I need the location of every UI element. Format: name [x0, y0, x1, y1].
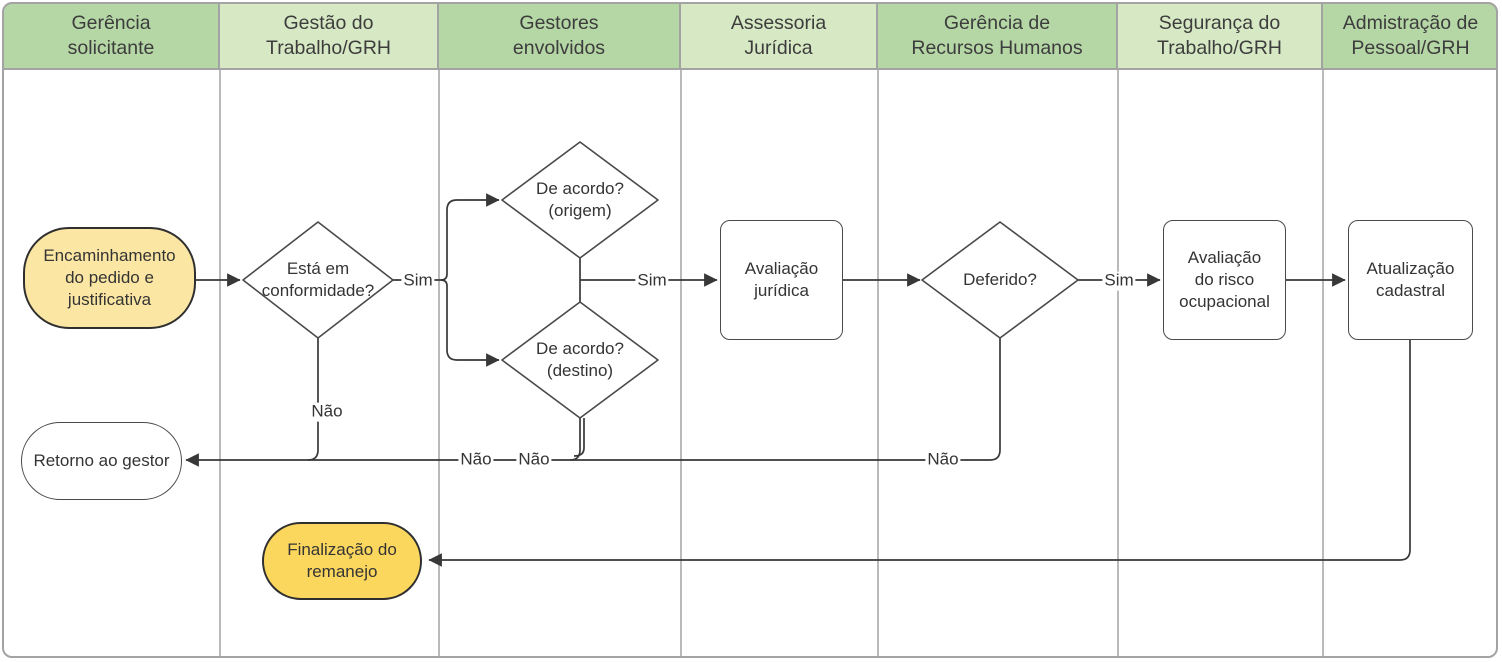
edge-label-sim-conformity: Sim: [401, 270, 435, 291]
lane-header-gestao-do-trabalho: Gestão do Trabalho/GRH: [220, 3, 439, 70]
terminator-return-to-manager: Retorno ao gestor: [21, 422, 182, 500]
edge-label-sim-agree: Sim: [635, 270, 669, 291]
edge-registry-to-finish: [428, 340, 1411, 567]
edge-agree-origin-nao: [573, 418, 585, 457]
end-terminator-finish: Finalização do remanejo: [262, 522, 422, 600]
decision-agree-destination-label: De acordo? (destino): [536, 338, 624, 380]
edge-label-nao-agree-destination: Não: [516, 449, 552, 470]
decision-agree-destination-diamond: [501, 301, 659, 419]
edge-label-nao-agree-origin: Não: [458, 449, 494, 470]
process-legal-review: Avaliação jurídica: [720, 220, 843, 340]
edge-label-sim-granted: Sim: [1102, 270, 1136, 291]
lane-header-gerencia-recursos-humanos: Gerência de Recursos Humanos: [878, 3, 1118, 70]
decision-conformity-label: Está em conformidade?: [261, 258, 375, 300]
lane-header-assessoria-juridica: Assessoria Jurídica: [681, 3, 878, 70]
edge-agree-destination-nao: [569, 418, 581, 461]
process-risk-assessment: Avaliação do risco ocupacional: [1163, 220, 1286, 340]
decision-granted-label: Deferido?: [963, 269, 1037, 289]
start-terminator: Encaminhamento do pedido e justificativa: [23, 227, 196, 329]
lane-header-seguranca-do-trabalho: Segurança do Trabalho/GRH: [1118, 3, 1323, 70]
decision-granted-diamond: [921, 221, 1079, 339]
decision-agree-origin-diamond: [501, 141, 659, 259]
decision-agree-origin-label: De acordo? (origem): [536, 178, 624, 220]
edge-label-nao-granted: Não: [925, 449, 961, 470]
lane-header-gerencia-solicitante: Gerência solicitante: [4, 3, 220, 70]
edge-branch-to-agree-origin: [440, 193, 500, 281]
edge-conformity-nao: [307, 338, 319, 461]
edge-label-nao-conformity: Não: [309, 401, 345, 422]
lane-header-gestores-envolvidos: Gestores envolvidos: [439, 3, 681, 70]
process-registry-update: Atualização cadastral: [1348, 220, 1473, 340]
lane-header-admistracao-de-pessoal: Admistração de Pessoal/GRH: [1323, 3, 1498, 70]
decision-conformity-diamond: [242, 221, 394, 339]
edge-granted-nao-to-return: [185, 337, 1001, 467]
edge-branch-to-agree-destination: [440, 279, 500, 367]
